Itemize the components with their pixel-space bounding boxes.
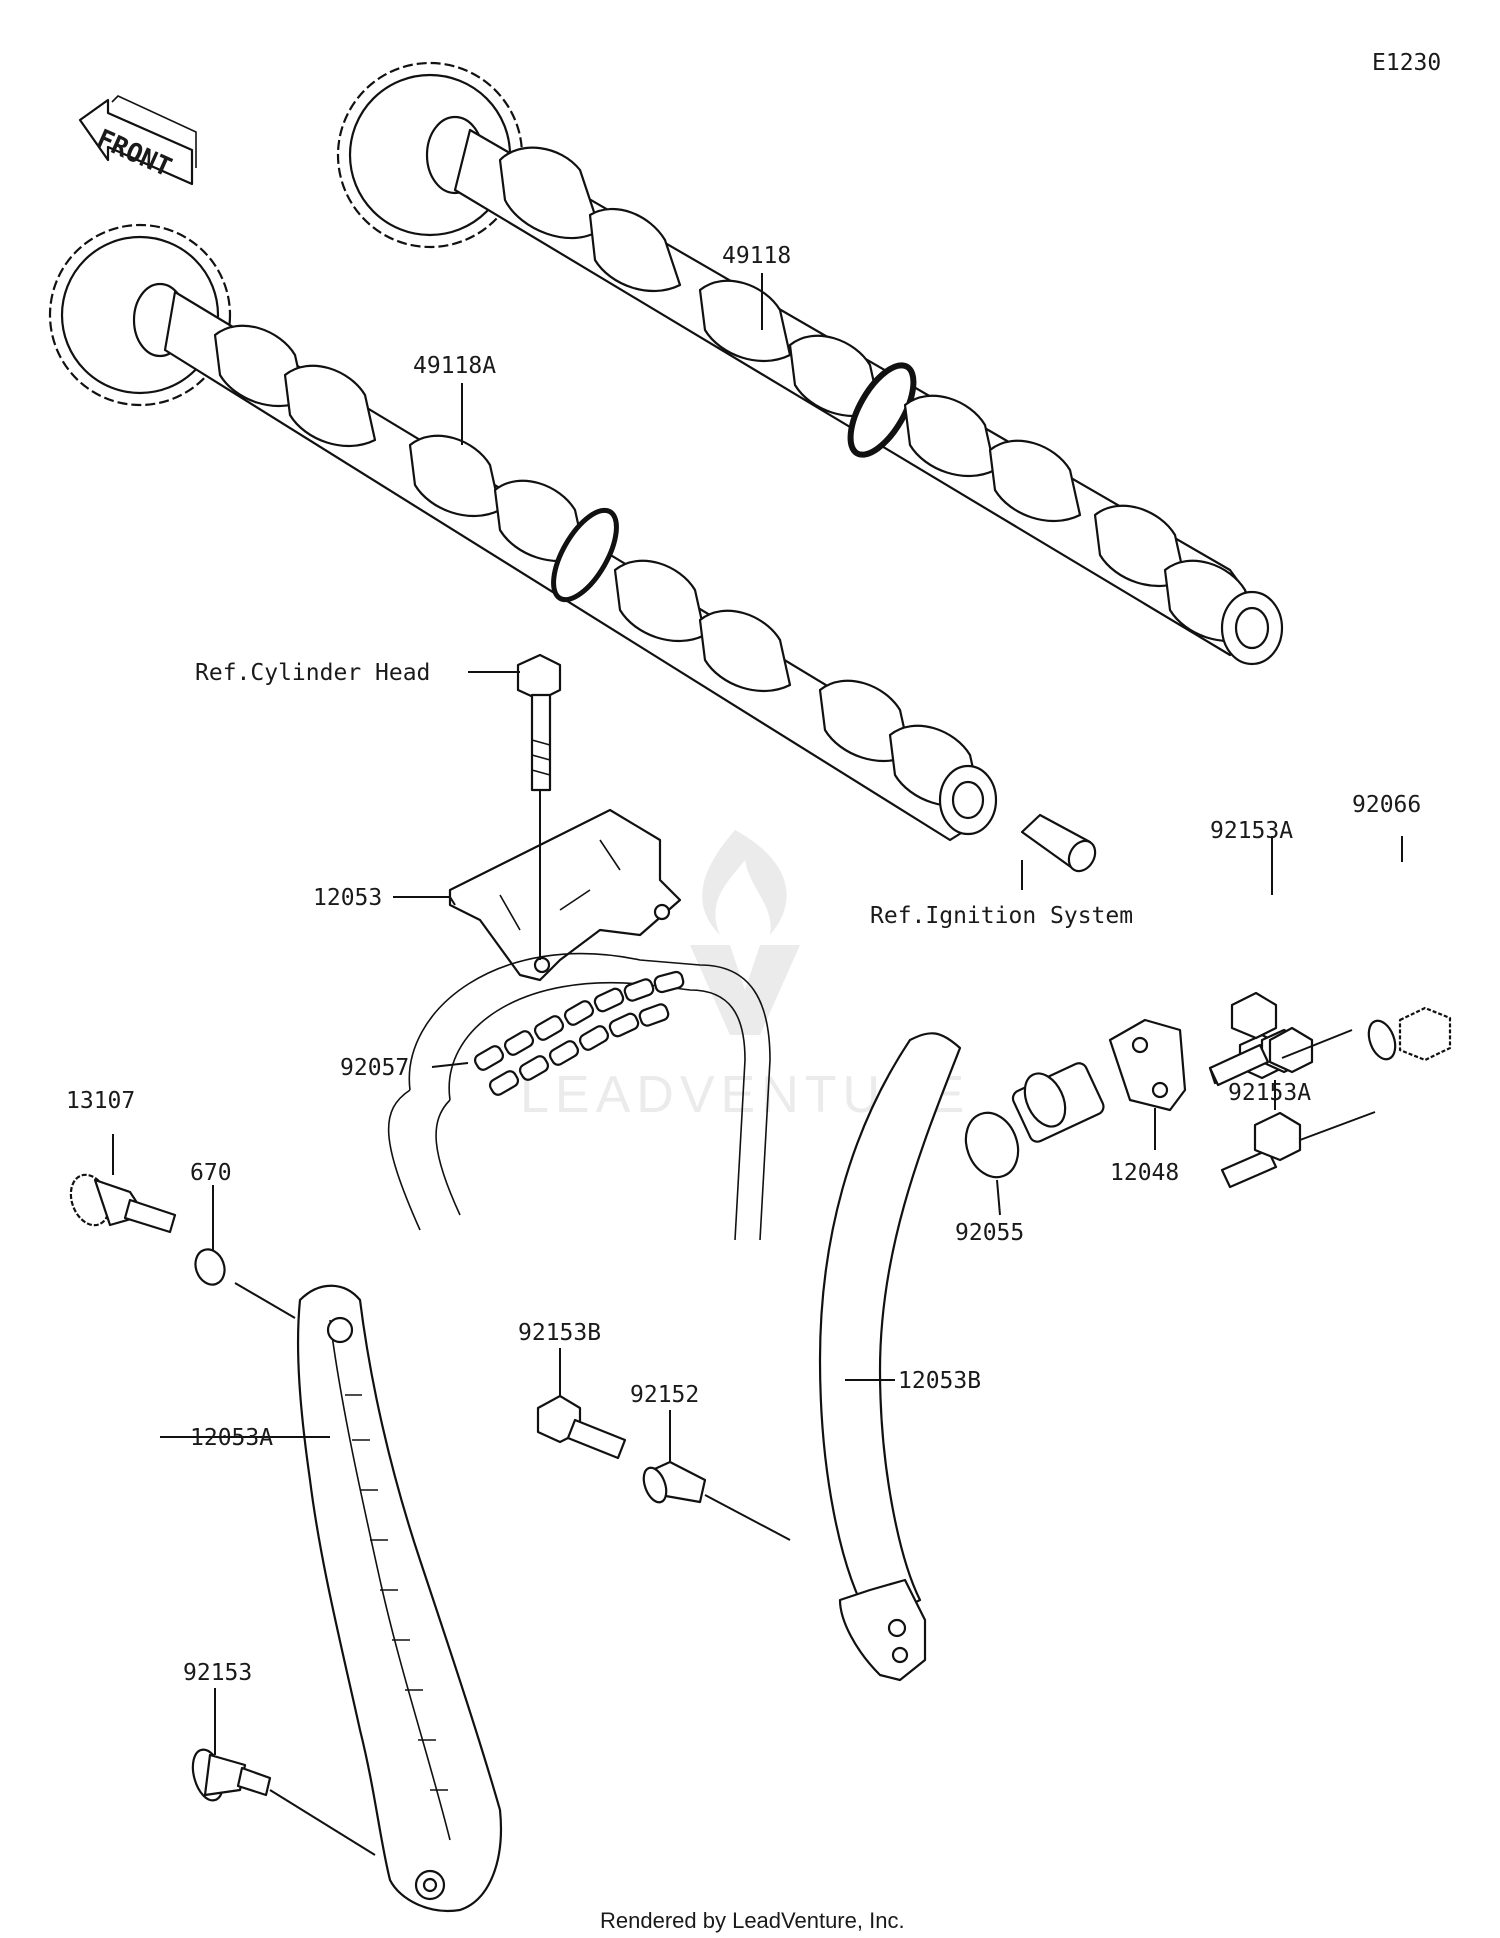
part-labels: 49118 49118A Ref.Cylinder Head 12053 Ref…	[66, 243, 1421, 1686]
watermark-flame-icon	[702, 830, 787, 935]
chain-guide-12053	[448, 808, 682, 982]
bolts-92153A	[1208, 991, 1302, 1189]
watermark-v-icon	[690, 945, 800, 1035]
label-92055: 92055	[955, 1220, 1024, 1246]
front-arrow: FRONT	[78, 95, 197, 186]
leader-lines	[112, 273, 1403, 1856]
ignition-rotor	[1020, 813, 1097, 873]
footer-credit: Rendered by LeadVenture, Inc.	[600, 1908, 905, 1933]
label-670: 670	[190, 1160, 232, 1186]
label-12048: 12048	[1110, 1160, 1179, 1186]
label-13107: 13107	[66, 1088, 135, 1114]
cylinder-head-bolt	[516, 653, 562, 792]
o-ring-670	[194, 1248, 226, 1286]
bolt-92153A-lower	[1268, 1026, 1314, 1074]
chain-guide-12053A	[296, 1284, 502, 1913]
label-92057: 92057	[340, 1055, 409, 1081]
bolt-92153	[191, 1748, 272, 1802]
label-12053: 12053	[313, 885, 382, 911]
label-92152: 92152	[630, 1382, 699, 1408]
label-92153A-bottom: 92153A	[1228, 1080, 1311, 1106]
diagram-code: E1230	[1372, 50, 1441, 76]
label-ref-ignition-system: Ref.Ignition System	[870, 903, 1133, 929]
timing-chain-92057	[387, 952, 771, 1241]
label-49118A: 49118A	[413, 353, 496, 379]
label-12053A: 12053A	[190, 1425, 273, 1451]
tensioner-12048	[1011, 1018, 1187, 1143]
label-ref-cylinder-head: Ref.Cylinder Head	[195, 660, 430, 686]
front-arrow-icon	[78, 98, 194, 186]
camshaft-49118A	[48, 223, 998, 842]
plug-92066	[1367, 1006, 1452, 1062]
bolt-92153B	[536, 1394, 627, 1460]
label-92066: 92066	[1352, 792, 1421, 818]
chain-links	[473, 970, 685, 1096]
chain-guide-12053B	[818, 1032, 962, 1682]
label-92153: 92153	[183, 1660, 252, 1686]
label-92153B: 92153B	[518, 1320, 601, 1346]
label-49118: 49118	[722, 243, 791, 269]
collar-92152	[642, 1460, 707, 1504]
label-92153A-top: 92153A	[1210, 818, 1293, 844]
label-12053B: 12053B	[898, 1368, 981, 1394]
bolt-13107	[69, 1173, 177, 1234]
camshaft-49118	[336, 61, 1284, 666]
o-ring-92055	[964, 1111, 1020, 1179]
